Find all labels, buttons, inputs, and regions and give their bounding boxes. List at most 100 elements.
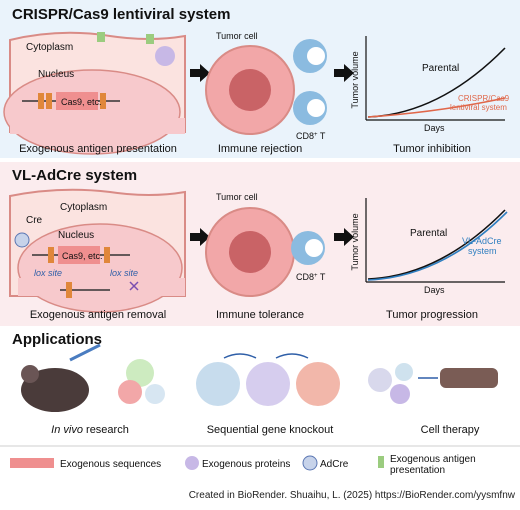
- parental-series-label: Parental: [422, 63, 459, 74]
- arrow-right-icon: [190, 64, 210, 82]
- exogenous-protein-icon: [185, 456, 199, 470]
- arrow-right-icon: [334, 228, 354, 246]
- mouse-icon: [21, 368, 89, 412]
- cre-label: Cre: [26, 215, 43, 226]
- panel-applications-title: Applications: [12, 331, 102, 348]
- lox-site-label-left: lox site: [34, 268, 62, 278]
- parental-curve: [367, 209, 506, 280]
- panel-adcre-caption-2: Immune tolerance: [216, 309, 304, 321]
- panel-applications-caption-1: In vivo research: [51, 424, 129, 436]
- panel-applications-caption-3: Cell therapy: [421, 424, 480, 436]
- legend-item-exogenous-proteins: Exogenous proteins: [202, 459, 290, 470]
- adcre-curve: [367, 211, 508, 281]
- chart-xlabel: Days: [424, 123, 445, 133]
- cell-therapy-illustration: [368, 363, 498, 404]
- chart-ylabel: Tumor volume: [350, 51, 360, 108]
- cas9-gene-label: Cas9, etc.: [61, 97, 102, 107]
- removed-sequence-icon: [129, 281, 139, 291]
- t-cell-nucleus: [307, 47, 325, 65]
- t-cell-nucleus: [307, 99, 325, 117]
- cd8-t-label: CD8+ T: [296, 272, 326, 282]
- adcre-series-label-line1: VL-AdCre: [462, 236, 502, 246]
- arrow-right-icon: [334, 64, 354, 82]
- cell-icon: [126, 359, 154, 387]
- cell-cluster-icon: [196, 362, 240, 406]
- legend-item-exogenous-sequences: Exogenous sequences: [60, 459, 161, 470]
- chart-xlabel: Days: [424, 285, 445, 295]
- panel-adcre: VL-AdCre system Cytoplasm Cre Nucleus Ca…: [0, 162, 520, 326]
- dna-block: [66, 282, 72, 298]
- syringe-icon: [69, 343, 101, 362]
- legend: Exogenous sequences Exogenous proteins A…: [0, 445, 520, 476]
- hospital-bed-icon: [440, 368, 498, 388]
- panel-adcre-title: VL-AdCre system: [12, 167, 137, 184]
- cytoplasm-label: Cytoplasm: [26, 42, 73, 53]
- panel-crispr-caption-3: Tumor inhibition: [393, 143, 471, 155]
- adcre-cell-illustration: Cytoplasm Cre Nucleus Cas9, etc. lox sit…: [9, 188, 186, 313]
- antigen-marker-icon: [146, 34, 154, 44]
- panel-adcre-caption-1: Exogenous antigen removal: [30, 309, 166, 321]
- adcre-growth-chart: Tumor volume Parental VL-AdCre system Da…: [350, 198, 508, 295]
- cell-icon: [368, 368, 392, 392]
- legend-item-antigen-line2: presentation: [390, 465, 445, 476]
- adcre-virus-icon: [302, 455, 318, 471]
- cas9-gene-label: Cas9, etc.: [62, 251, 103, 261]
- adcre-series-label-line2: system: [468, 246, 497, 256]
- mouse-ear-icon: [21, 365, 39, 383]
- tumor-cell-label: Tumor cell: [216, 31, 258, 41]
- panel-crispr-caption-2: Immune rejection: [218, 143, 302, 155]
- tumor-nucleus: [229, 231, 271, 273]
- cd8-t-label: CD8+ T: [296, 131, 326, 141]
- dna-block: [104, 247, 110, 263]
- tumor-cell-label: Tumor cell: [216, 192, 258, 202]
- exogenous-protein: [155, 46, 175, 66]
- cell-cluster-icon: [296, 362, 340, 406]
- nucleus: [3, 69, 181, 155]
- sequential-knockout-illustration: [196, 353, 340, 406]
- dna-block: [100, 93, 106, 109]
- antigen-marker-icon: [97, 32, 105, 42]
- legend-item-antigen-line1: Exogenous antigen: [390, 454, 476, 465]
- panel-crispr-caption-1: Exogenous antigen presentation: [19, 143, 177, 155]
- panel-crispr: CRISPR/Cas9 lentiviral system Cytoplasm …: [0, 0, 520, 158]
- nucleus-fill: [10, 118, 185, 134]
- curved-arrow-icon: [275, 353, 309, 359]
- tumor-nucleus: [229, 69, 271, 111]
- crispr-series-label-line2: lentiviral system: [450, 103, 507, 112]
- parental-series-label: Parental: [410, 228, 447, 239]
- nucleus-label: Nucleus: [58, 230, 94, 241]
- footer-credit: Created in BioRender. Shuaihu, L. (2025)…: [189, 490, 516, 501]
- panel-applications-caption-2: Sequential gene knockout: [207, 424, 334, 436]
- nucleus-fill: [18, 278, 185, 296]
- arrow-right-icon: [190, 228, 210, 246]
- lox-site-label-right: lox site: [110, 268, 138, 278]
- cytoplasm-label: Cytoplasm: [60, 202, 107, 213]
- legend-item-adcre: AdCre: [320, 459, 349, 470]
- panel-crispr-title: CRISPR/Cas9 lentiviral system: [12, 6, 230, 23]
- crispr-series-label-line1: CRISPR/Cas9: [458, 94, 510, 103]
- cas9-sequence: [58, 246, 100, 264]
- dna-block: [38, 93, 44, 109]
- cell-icon: [145, 384, 165, 404]
- crispr-curve: [367, 97, 506, 118]
- nucleus-label: Nucleus: [38, 69, 74, 80]
- chart-ylabel: Tumor volume: [350, 213, 360, 270]
- curved-arrow-icon: [223, 353, 257, 359]
- exogenous-sequence-icon: [10, 458, 54, 468]
- cell-icon: [118, 380, 142, 404]
- t-cell-nucleus: [305, 239, 323, 257]
- panel-adcre-caption-3: Tumor progression: [386, 309, 478, 321]
- cell-icon: [390, 384, 410, 404]
- dna-block: [48, 247, 54, 263]
- adcre-virus-icon: [14, 232, 30, 248]
- panel-applications: Applications In vivo research Sequential…: [12, 331, 498, 436]
- cas9-sequence: [56, 92, 98, 110]
- crispr-cell-illustration: Cytoplasm Nucleus Cas9, etc.: [3, 31, 186, 155]
- crispr-tumor-illustration: Tumor cell CD8+ T: [205, 31, 327, 141]
- mouse-research-illustration: [21, 343, 165, 412]
- antigen-marker-icon: [378, 456, 384, 468]
- cell-cluster-icon: [246, 362, 290, 406]
- crispr-growth-chart: Tumor volume Parental CRISPR/Cas9 lentiv…: [350, 36, 510, 133]
